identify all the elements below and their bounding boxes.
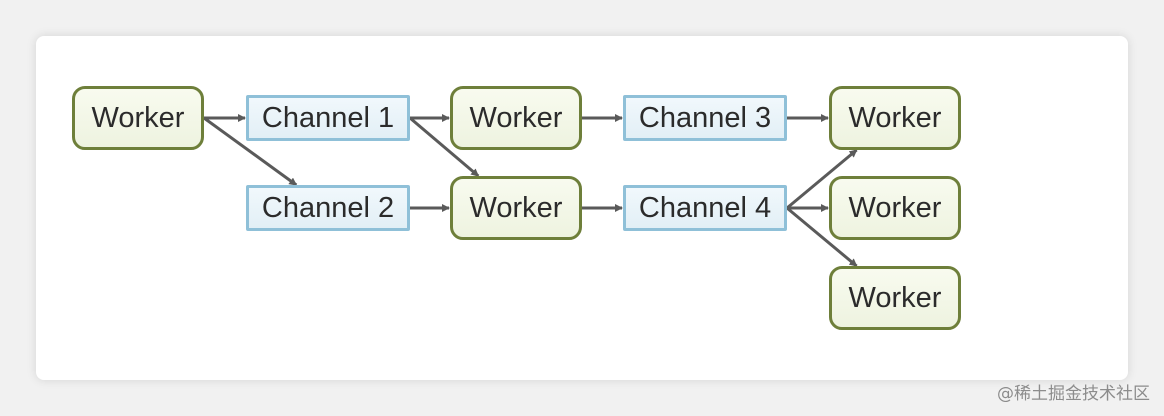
edge-w1-to-c2	[203, 116, 298, 187]
worker-node-2: Worker	[450, 86, 582, 150]
worker-node-5: Worker	[829, 176, 961, 240]
diagram-card: Worker Channel 1 Channel 2 Worker Worker…	[36, 36, 1128, 380]
worker-node-6: Worker	[829, 266, 961, 330]
channel-node-4: Channel 4	[623, 185, 787, 231]
edge-c1-to-w3	[409, 116, 480, 178]
edge-c4-to-w6	[786, 206, 858, 268]
channel-node-3: Channel 3	[623, 95, 787, 141]
worker-node-1: Worker	[72, 86, 204, 150]
watermark-text: @稀土掘金技术社区	[997, 384, 1150, 404]
worker-node-4: Worker	[829, 86, 961, 150]
channel-node-1: Channel 1	[246, 95, 410, 141]
worker-node-3: Worker	[450, 176, 582, 240]
channel-node-2: Channel 2	[246, 185, 410, 231]
edges-layer	[203, 114, 858, 268]
edge-c4-to-w4	[786, 148, 858, 210]
